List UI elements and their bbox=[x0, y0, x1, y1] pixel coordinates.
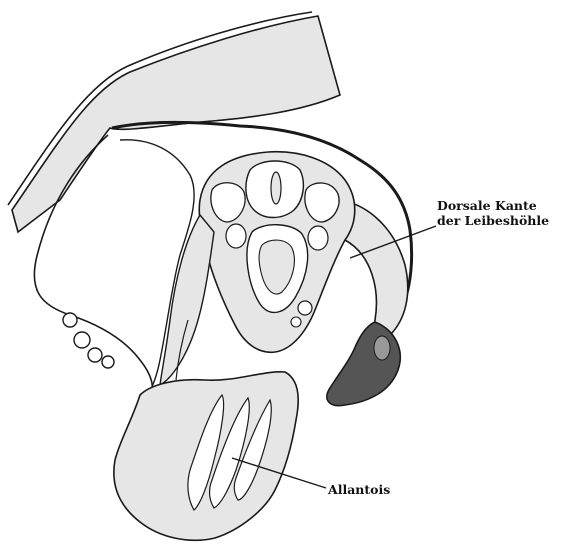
label-allantois: Allantois bbox=[328, 482, 390, 497]
label-dorsal-line2: der Leibeshöhle bbox=[437, 213, 549, 228]
dark-tail-region bbox=[327, 322, 400, 406]
label-dorsal-kante: Dorsale Kante der Leibeshöhle bbox=[437, 198, 549, 228]
small-vessel-lower-2 bbox=[291, 317, 301, 327]
neural-canal bbox=[271, 172, 281, 204]
small-vessel-lower bbox=[298, 301, 312, 315]
vessel-right bbox=[308, 226, 328, 250]
lateral-fold-left bbox=[160, 215, 214, 385]
label-dorsal-line1: Dorsale Kante bbox=[437, 198, 549, 213]
tail-lumen bbox=[374, 336, 390, 360]
vessel-left bbox=[226, 224, 246, 248]
